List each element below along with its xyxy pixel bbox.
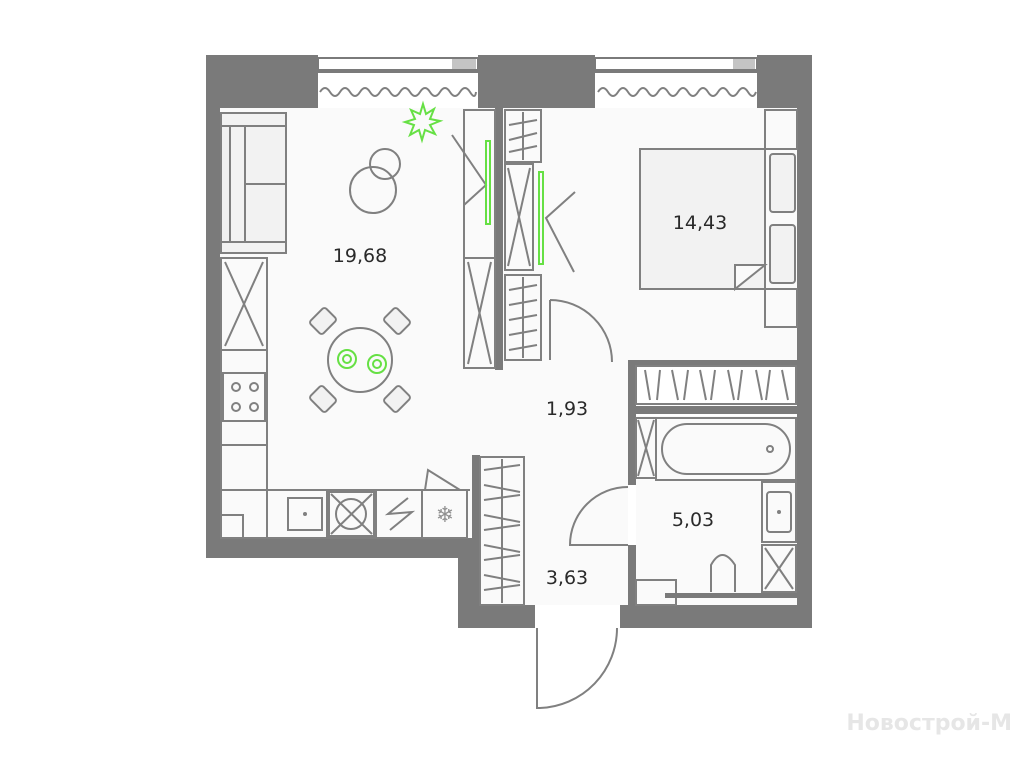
entrance-wardrobe	[472, 455, 525, 606]
curtain-icon	[597, 87, 757, 97]
kitchen-counter: ❄	[220, 349, 470, 539]
dishwasher-icon	[328, 491, 375, 537]
room-labels: 19,68 14,43 1,93 5,03 3,63	[333, 212, 727, 589]
bathtub-icon	[661, 423, 791, 475]
sink-icon	[287, 497, 323, 531]
watermark: Новострой-М	[846, 711, 1012, 736]
doors	[536, 299, 629, 709]
bathroom-door	[568, 486, 629, 546]
electric-panel-icon	[384, 497, 416, 531]
bathroom-fixtures	[635, 417, 797, 606]
curtain-icon	[319, 87, 477, 97]
area-label-bathroom: 5,03	[672, 509, 714, 531]
area-label-hallway: 1,93	[546, 398, 588, 420]
entrance-door	[536, 627, 618, 709]
bedroom-wardrobe	[635, 365, 797, 405]
area-label-entrance: 3,63	[546, 567, 588, 589]
plant-icon	[401, 100, 444, 144]
dining-table-icon	[309, 307, 411, 413]
area-label-living: 19,68	[333, 245, 387, 267]
washbasin-icon	[766, 491, 792, 533]
toilet-icon	[710, 554, 736, 592]
area-label-bedroom: 14,43	[673, 212, 727, 234]
sofa-icon	[220, 112, 287, 254]
bed-icon	[639, 109, 798, 328]
freezer-icon: ❄	[436, 503, 454, 528]
tv-wall-and-wardrobes	[451, 109, 576, 369]
walls	[206, 55, 812, 628]
hallway-door	[549, 299, 613, 363]
window-bedroom	[594, 57, 758, 97]
armchair-table-icon	[349, 148, 401, 214]
window-living	[317, 57, 479, 97]
